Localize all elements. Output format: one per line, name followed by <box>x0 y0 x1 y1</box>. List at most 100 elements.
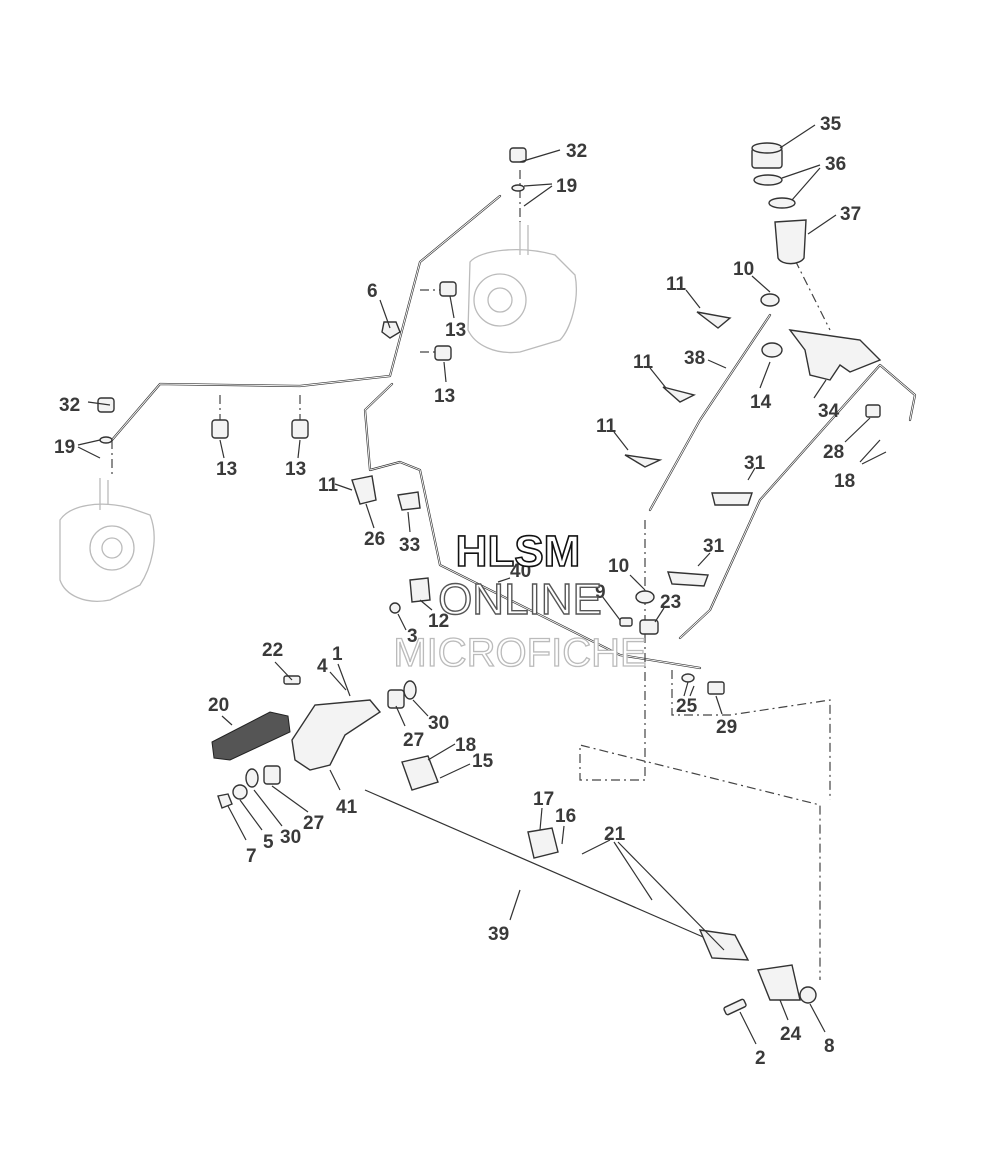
watermark-line-3: MICROFICHE <box>393 631 646 675</box>
grommet <box>761 342 783 358</box>
assembly-lines <box>111 170 831 980</box>
master-cylinder-21 <box>698 929 750 961</box>
reservoir <box>774 219 807 265</box>
washer-19a <box>511 184 525 192</box>
clip-13d <box>291 419 309 439</box>
callout-36: 36 <box>825 154 846 175</box>
callout-13d: 13 <box>285 459 306 480</box>
mount-24 <box>757 964 801 1001</box>
bracket-26 <box>351 475 377 505</box>
clip-13a <box>439 281 457 297</box>
callout-12: 12 <box>428 611 449 632</box>
callout-27a: 27 <box>403 730 424 751</box>
callout-26: 26 <box>364 529 385 550</box>
cap-gasket-upper <box>753 174 783 186</box>
nut-7 <box>217 793 233 809</box>
callouts: 32 19 35 36 37 10 11 6 13 38 11 13 14 34… <box>54 114 861 1069</box>
washer-19b <box>99 436 113 444</box>
callout-11c: 11 <box>596 416 617 437</box>
clamp-12 <box>409 577 431 603</box>
washer-30b <box>245 768 259 788</box>
callout-11d: 11 <box>318 475 339 496</box>
callout-17: 17 <box>533 789 554 810</box>
callout-10a: 10 <box>733 259 754 280</box>
cap-gasket-lower <box>768 197 796 209</box>
clip-13b <box>434 345 452 361</box>
callout-30b: 30 <box>280 827 301 848</box>
callout-37: 37 <box>840 204 861 225</box>
callout-18a: 18 <box>834 471 855 492</box>
watermark: HLSM ONLINE MICROFICHE <box>393 526 648 675</box>
callout-32b: 32 <box>59 395 80 416</box>
callout-41: 41 <box>336 797 358 818</box>
clamp-10b <box>635 590 655 604</box>
callout-13b: 13 <box>434 386 455 407</box>
brake-lines <box>110 194 917 670</box>
callout-21: 21 <box>604 824 626 845</box>
fitting-9 <box>619 617 633 627</box>
reservoir-bracket <box>788 329 882 381</box>
clamp-33 <box>397 491 421 511</box>
callout-19b: 19 <box>54 437 75 458</box>
washers-25 <box>681 673 695 683</box>
clip-31a <box>711 492 753 506</box>
spring-17 <box>527 827 559 859</box>
callout-2: 2 <box>755 1048 766 1069</box>
callout-10b: 10 <box>608 556 629 577</box>
clip-13c <box>211 419 229 439</box>
bolt-2 <box>723 998 747 1016</box>
callout-19a: 19 <box>556 176 577 197</box>
callout-5: 5 <box>263 832 274 853</box>
callout-23: 23 <box>660 592 681 613</box>
callout-28: 28 <box>823 442 844 463</box>
nut-8 <box>799 986 817 1004</box>
spring-18 <box>401 755 439 791</box>
callout-31a: 31 <box>744 453 766 474</box>
callout-11a: 11 <box>666 274 687 295</box>
bushing-27b <box>263 765 281 785</box>
nut-6 <box>381 321 401 339</box>
callout-30a: 30 <box>428 713 449 734</box>
callout-8: 8 <box>824 1036 835 1057</box>
callout-4: 4 <box>317 656 328 677</box>
callout-13a: 13 <box>445 320 466 341</box>
callout-6: 6 <box>367 281 378 302</box>
bolt-28 <box>865 404 881 418</box>
bushing-27a <box>387 689 405 709</box>
callout-15: 15 <box>472 751 494 772</box>
callout-34: 34 <box>818 401 840 422</box>
callout-27b: 27 <box>303 813 324 834</box>
callout-25: 25 <box>676 696 698 717</box>
front-caliper-ghost <box>467 222 577 354</box>
switch-23 <box>639 619 659 635</box>
callout-31b: 31 <box>703 536 725 557</box>
callout-38: 38 <box>684 348 705 369</box>
callout-14: 14 <box>750 392 772 413</box>
bolt-29 <box>707 681 725 695</box>
banjo-bolt-32a <box>509 147 527 163</box>
rear-caliper-ghost <box>59 478 155 602</box>
pedal-41 <box>291 699 382 771</box>
callout-3: 3 <box>407 626 418 647</box>
pedal-pad-20 <box>211 711 291 761</box>
callout-32a: 32 <box>566 141 587 162</box>
reservoir-cap <box>751 142 783 169</box>
callout-11b: 11 <box>633 352 654 373</box>
washer-5 <box>232 784 248 800</box>
watermark-line-2: ONLINE <box>438 575 602 624</box>
callout-20: 20 <box>208 695 229 716</box>
callout-33: 33 <box>399 535 420 556</box>
callout-1: 1 <box>332 644 343 665</box>
callout-39: 39 <box>488 924 509 945</box>
clip-31b <box>667 571 709 587</box>
callout-13c: 13 <box>216 459 237 480</box>
washer-30a <box>403 680 417 700</box>
clip-11a <box>696 311 732 329</box>
callout-9: 9 <box>595 582 606 603</box>
leader-lines <box>77 124 887 1045</box>
callout-24: 24 <box>780 1024 802 1045</box>
bolt-3 <box>389 602 401 614</box>
callout-35: 35 <box>820 114 842 135</box>
clip-11b <box>662 386 696 403</box>
